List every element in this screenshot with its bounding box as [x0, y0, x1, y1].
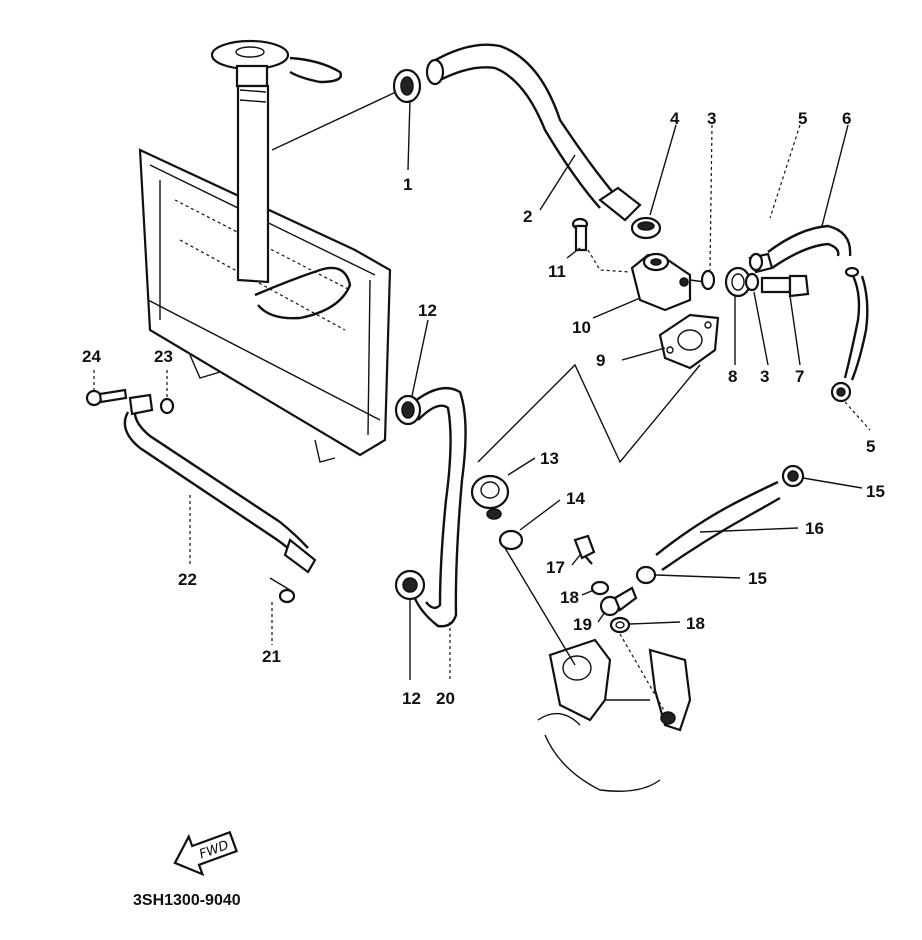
callout-7: 7: [795, 367, 804, 386]
thermostat-13: [470, 474, 510, 520]
washer-18b: [609, 616, 631, 634]
hose-clamp-5b: [830, 381, 852, 403]
callout-11: 11: [548, 262, 566, 281]
callout-1: 1: [403, 175, 412, 194]
o-ring-14: [498, 529, 524, 551]
callout-5a: 5: [798, 109, 807, 128]
hose-clamp-12a: [394, 394, 422, 426]
hose-clamp-15b: [635, 565, 657, 585]
breather-hose: [843, 266, 869, 381]
hose-clamp-12b: [394, 569, 426, 601]
callout-15a: 15: [866, 482, 885, 501]
callout-19: 19: [573, 615, 592, 634]
callout-12a: 12: [418, 301, 437, 320]
callout-3b: 3: [760, 367, 769, 386]
bleed-bolt-17: [573, 534, 596, 565]
o-ring-3b: [744, 272, 760, 292]
thermostat-housing: [630, 252, 706, 312]
callout-12b: 12: [402, 689, 421, 708]
callout-10: 10: [572, 318, 591, 337]
bolt-24: [85, 388, 128, 407]
hose-6: [748, 224, 852, 274]
callout-9: 9: [596, 351, 605, 370]
callout-3a: 3: [707, 109, 716, 128]
callout-20: 20: [436, 689, 455, 708]
washer-18a: [590, 580, 610, 596]
callout-8: 8: [728, 367, 737, 386]
upper-hose: [425, 43, 642, 222]
callout-4: 4: [670, 109, 680, 128]
callout-18a: 18: [560, 588, 579, 607]
water-pump-housing: [537, 638, 692, 792]
callout-6: 6: [842, 109, 851, 128]
callout-labels: 1 2 3 3 4 5 5 6 7 8 9 10 11 12 12 13 14 …: [82, 109, 885, 708]
part-code: 3SH1300-9040: [133, 892, 241, 909]
callout-15b: 15: [748, 569, 767, 588]
filler-neck: [210, 39, 352, 320]
callout-22: 22: [178, 570, 197, 589]
callout-13: 13: [540, 449, 559, 468]
callout-21: 21: [262, 647, 281, 666]
callout-23: 23: [154, 347, 173, 366]
bolt-7: [760, 274, 810, 298]
lower-hose-20: [409, 387, 467, 628]
overflow-hose-22: [123, 393, 317, 574]
fwd-arrow: FWD: [173, 830, 239, 877]
bolt-11: [571, 217, 631, 273]
o-ring-23: [159, 397, 175, 415]
callout-17: 17: [546, 558, 565, 577]
o-ring-3a: [700, 269, 716, 291]
callout-2: 2: [523, 207, 532, 226]
callout-24: 24: [82, 347, 101, 366]
bypass-hose-16: [655, 480, 781, 571]
callout-14: 14: [566, 489, 585, 508]
hose-clamp-5a: [748, 252, 764, 272]
hose-clamp-1: [392, 68, 422, 104]
callout-16: 16: [805, 519, 824, 538]
radiator: [138, 148, 392, 463]
clip-21: [269, 577, 296, 604]
callout-5b: 5: [866, 437, 875, 456]
gasket-9: [658, 313, 720, 370]
leader-lines: [93, 91, 871, 713]
callout-18b: 18: [686, 614, 705, 633]
hose-clamp-4: [630, 216, 662, 240]
union-19: [599, 586, 638, 617]
hose-clamp-15a: [781, 464, 805, 488]
